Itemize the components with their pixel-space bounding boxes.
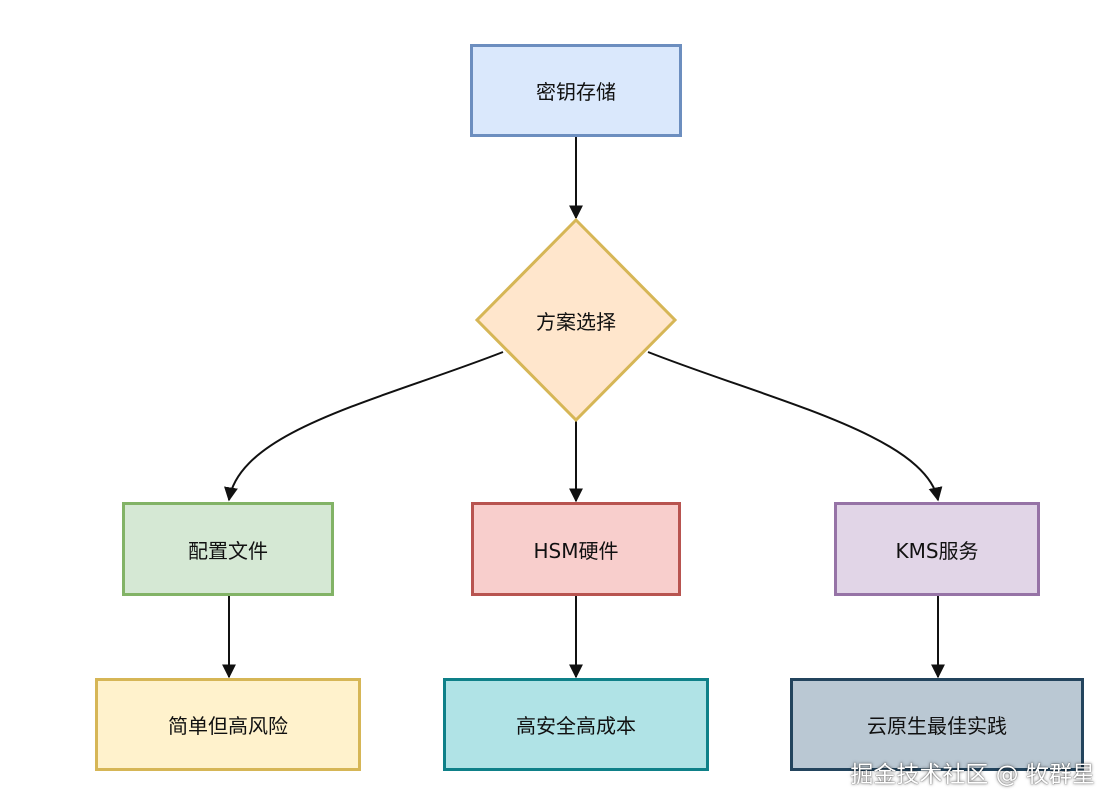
node-high-security-high-cost: 高安全高成本 xyxy=(443,678,709,771)
node-hsm-hardware-label: HSM硬件 xyxy=(533,538,619,563)
node-cloud-native-best-practice: 云原生最佳实践 xyxy=(790,678,1084,771)
decision-diamond-shape xyxy=(474,217,678,423)
node-simple-high-risk-label: 简单但高风险 xyxy=(168,714,288,738)
node-kms-service-label: KMS服务 xyxy=(895,538,979,563)
node-high-security-high-cost-label: 高安全高成本 xyxy=(516,714,636,738)
watermark: 掘金技术社区 @ 牧群星 xyxy=(850,762,1095,788)
edge-decision-kms xyxy=(647,351,943,502)
node-cloud-native-best-practice-label: 云原生最佳实践 xyxy=(867,714,1007,738)
node-simple-high-risk: 简单但高风险 xyxy=(95,678,361,771)
node-key-storage: 密钥存储 xyxy=(470,44,682,137)
node-config-file-label: 配置文件 xyxy=(188,538,268,563)
node-key-storage-label: 密钥存储 xyxy=(536,80,616,104)
node-kms-service: KMS服务 xyxy=(834,502,1040,596)
node-hsm-hardware: HSM硬件 xyxy=(471,502,681,596)
node-scheme-selection-label: 方案选择 xyxy=(536,309,616,334)
edge-decision-config xyxy=(224,351,504,502)
node-config-file: 配置文件 xyxy=(122,502,334,596)
node-scheme-selection: 方案选择 xyxy=(477,220,675,420)
